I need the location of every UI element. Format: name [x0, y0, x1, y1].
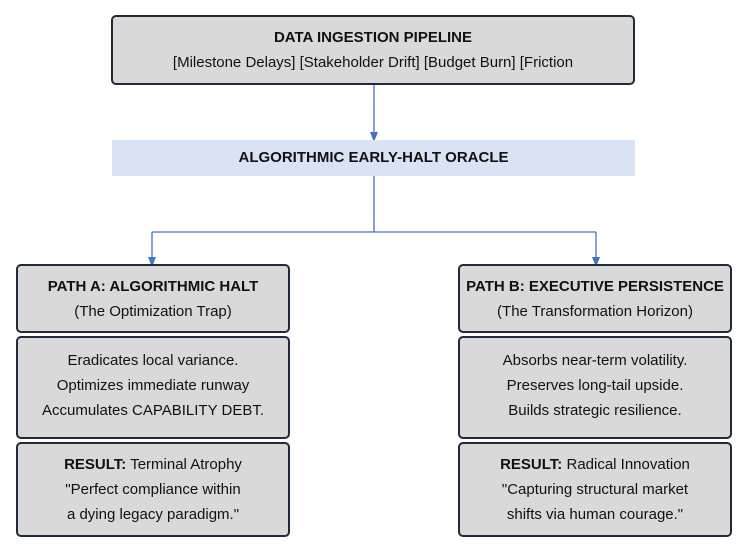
- path-b-quote-line: shifts via human courage.": [506, 506, 684, 523]
- path-a-result: RESULT: Terminal Atrophy: [18, 452, 288, 477]
- path-a-subtitle: (The Optimization Trap): [74, 303, 232, 320]
- path-a-quote-line: a dying legacy paradigm.": [66, 506, 240, 523]
- pipeline-items: [Milestone Delays] [Stakeholder Drift] […: [172, 54, 574, 71]
- path-b-effect: Absorbs near-term volatility.: [502, 352, 688, 369]
- path-a-quote-line: "Perfect compliance within: [65, 481, 241, 498]
- path-a-effect: Optimizes immediate runway: [56, 377, 250, 394]
- path-a-title: PATH A: ALGORITHMIC HALT: [47, 278, 259, 295]
- path-b-effect: Preserves long-tail upside.: [506, 377, 684, 394]
- path-a-effect: Eradicates local variance.: [67, 352, 239, 369]
- oracle-banner: ALGORITHMIC EARLY-HALT ORACLE: [112, 140, 635, 176]
- path-a-result-label: RESULT:: [64, 456, 127, 473]
- path-b-result: RESULT: Radical Innovation: [460, 452, 730, 477]
- path-b-effect: Builds strategic resilience.: [508, 402, 682, 419]
- path-b-result-label: RESULT:: [500, 456, 563, 473]
- path-a-result-value: Terminal Atrophy: [130, 456, 242, 473]
- path-a-header-box: PATH A: ALGORITHMIC HALT (The Optimizati…: [16, 264, 290, 333]
- pipeline-box: DATA INGESTION PIPELINE [Milestone Delay…: [111, 15, 635, 85]
- path-b-quote-line: "Capturing structural market: [501, 481, 689, 498]
- path-b-result-value: Radical Innovation: [566, 456, 690, 473]
- path-b-header-box: PATH B: EXECUTIVE PERSISTENCE (The Trans…: [458, 264, 732, 333]
- pipeline-title: DATA INGESTION PIPELINE: [273, 29, 473, 46]
- path-a-effects-box: Eradicates local variance. Optimizes imm…: [16, 336, 290, 439]
- oracle-title: ALGORITHMIC EARLY-HALT ORACLE: [238, 149, 509, 166]
- path-b-subtitle: (The Transformation Horizon): [497, 303, 693, 320]
- path-b-result-box: RESULT: Radical Innovation "Capturing st…: [458, 442, 732, 537]
- path-a-effect: Accumulates CAPABILITY DEBT.: [41, 402, 265, 419]
- path-b-title: PATH B: EXECUTIVE PERSISTENCE: [466, 278, 724, 295]
- path-b-effects-box: Absorbs near-term volatility. Preserves …: [458, 336, 732, 439]
- path-a-result-box: RESULT: Terminal Atrophy "Perfect compli…: [16, 442, 290, 537]
